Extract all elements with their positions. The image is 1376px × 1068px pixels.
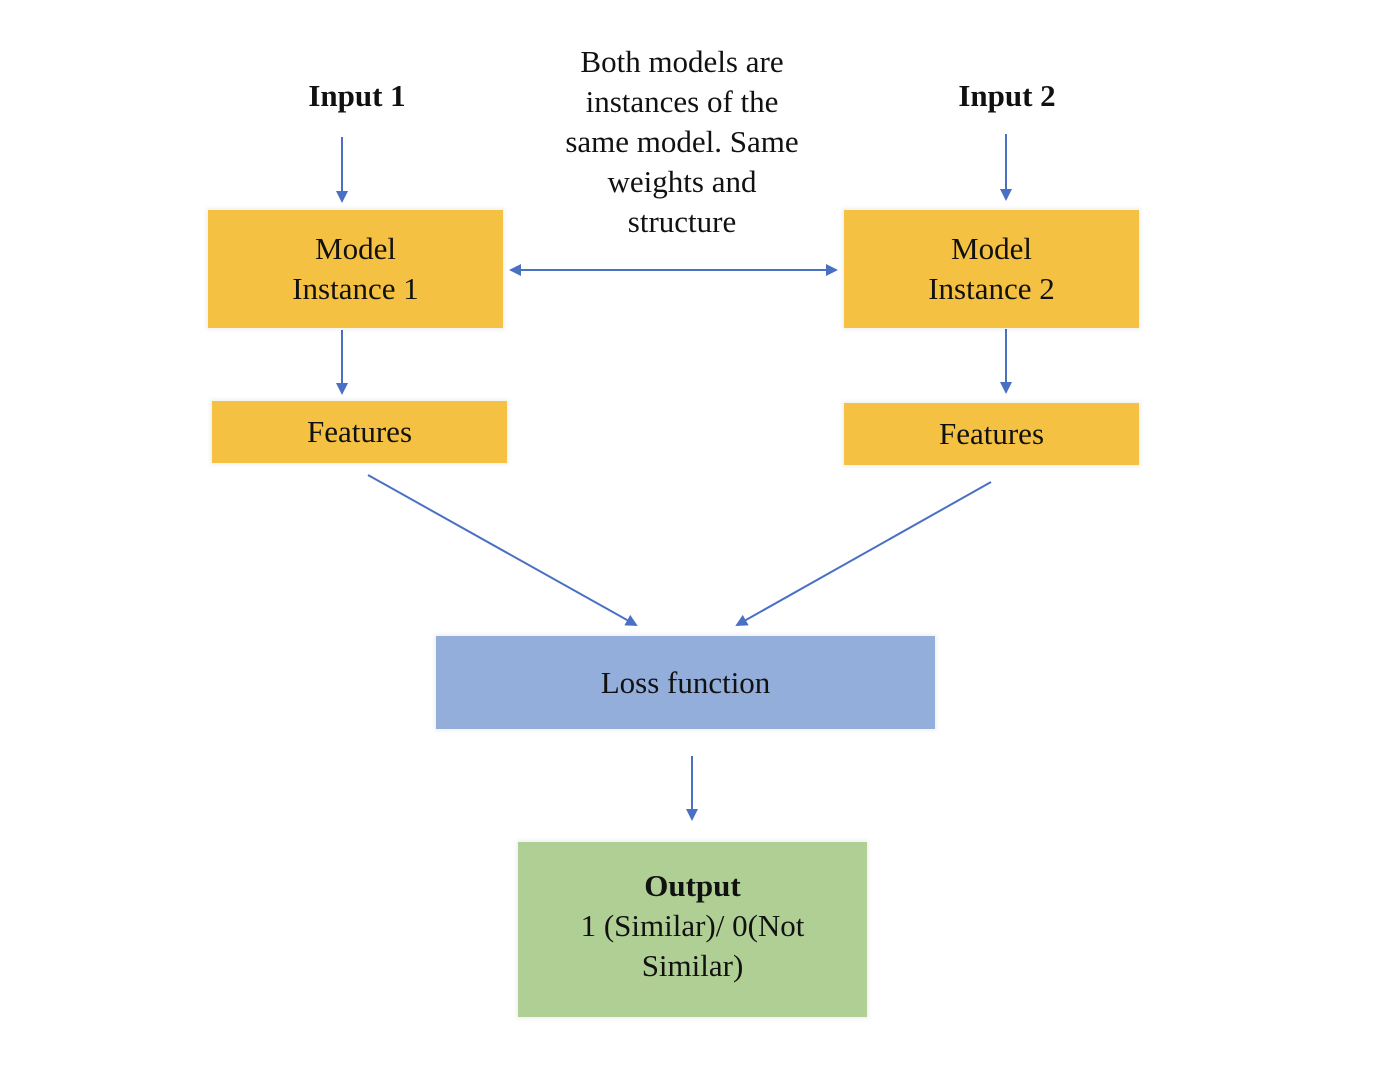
note-line-3: same model. Same — [565, 124, 799, 159]
note-line-2: instances of the — [585, 84, 779, 119]
input-1-label: Input 1 — [308, 78, 406, 113]
model-instance-2-line-1: Model — [951, 231, 1032, 266]
note-line-5: structure — [627, 204, 737, 239]
model-instance-1-box: Model Instance 1 — [208, 210, 503, 328]
shared-weights-note: Both models are instances of the same mo… — [520, 42, 844, 242]
note-line-1: Both models are — [580, 44, 784, 79]
arrow-features2-to-loss — [735, 481, 992, 626]
loss-function-box: Loss function — [436, 636, 935, 729]
output-line-2: Similar) — [641, 948, 744, 983]
note-line-4: weights and — [607, 164, 757, 199]
features-1-box: Features — [212, 401, 507, 463]
model-instance-2-box: Model Instance 2 — [844, 210, 1139, 328]
loss-function-label: Loss function — [600, 664, 771, 700]
model-instance-1-line-2: Instance 1 — [292, 271, 419, 306]
input-2-label: Input 2 — [958, 78, 1056, 113]
features-2-box: Features — [844, 403, 1139, 465]
output-box: Output 1 (Similar)/ 0(Not Similar) — [518, 842, 867, 1017]
features-2-label: Features — [938, 416, 1045, 451]
output-title: Output — [644, 868, 741, 903]
arrow-features1-to-loss — [367, 474, 638, 626]
model-instance-2-line-2: Instance 2 — [928, 271, 1055, 306]
output-line-1: 1 (Similar)/ 0(Not — [580, 908, 805, 943]
features-1-label: Features — [306, 414, 413, 449]
model-instance-1-line-1: Model — [315, 231, 396, 266]
